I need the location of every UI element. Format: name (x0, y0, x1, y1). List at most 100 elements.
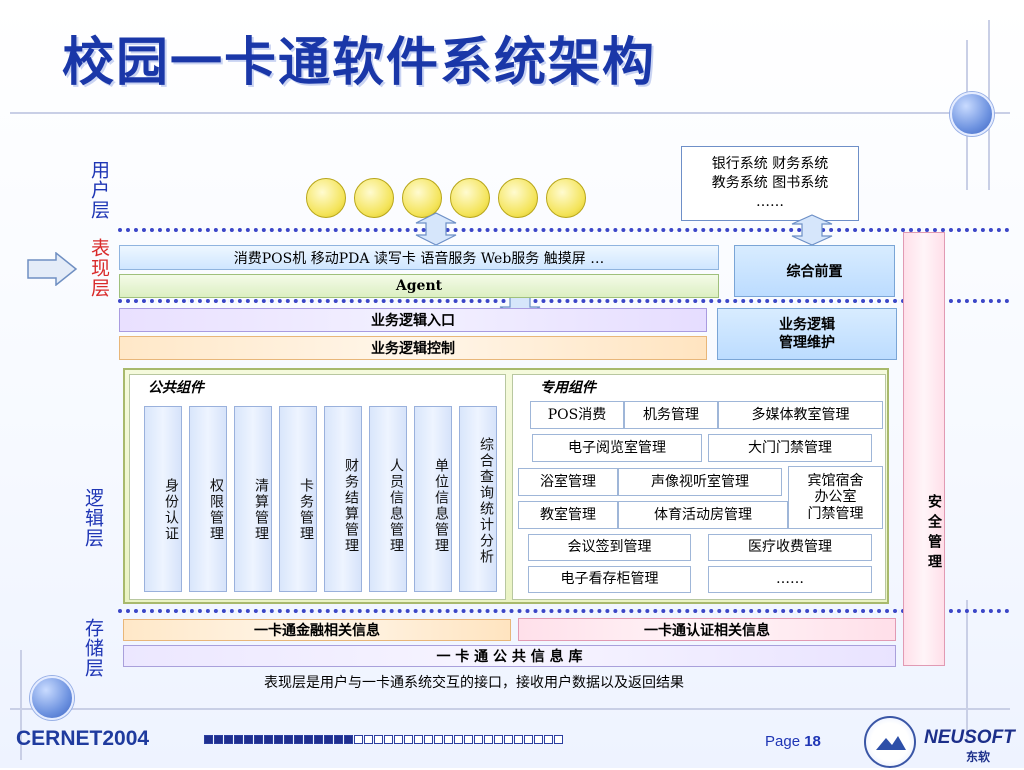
user-smiley-icon (450, 178, 490, 218)
component-permission: 权限管理 (189, 406, 227, 592)
security-management-box: 安全管理 (903, 232, 945, 666)
progress-segment (414, 735, 423, 744)
external-systems-line: 教务系统 图书系统 (711, 175, 829, 191)
special-components-label: 专用组件 (540, 380, 596, 396)
progress-segment (494, 735, 503, 744)
component-query-stats: 综合查询统计分析 (459, 406, 497, 592)
progress-segment (204, 735, 213, 744)
agent-bar: Agent (119, 274, 719, 298)
module-locker: 电子看存柜管理 (528, 566, 691, 593)
module-machine: 机务管理 (624, 401, 718, 429)
progress-segment (224, 735, 233, 744)
component-card-service: 卡务管理 (279, 406, 317, 592)
progress-segment (214, 735, 223, 744)
user-smiley-icon (306, 178, 346, 218)
page-indicator: Page 18 (765, 733, 821, 750)
module-classroom: 教室管理 (518, 501, 618, 529)
business-maintenance-box: 业务逻辑 管理维护 (717, 308, 897, 360)
layer-label-storage: 存储层 (82, 618, 104, 678)
layer-label-presentation: 表现层 (88, 238, 110, 298)
device-bar: 消费POS机 移动PDA 读写卡 语音服务 Web服务 触摸屏 … (119, 245, 719, 270)
progress-segment (484, 735, 493, 744)
progress-segment (534, 735, 543, 744)
frame-line (20, 650, 22, 760)
module-hotel-dorm: 宾馆宿舍 办公室 门禁管理 (788, 466, 883, 529)
progress-segment (364, 735, 373, 744)
users-group (306, 178, 586, 218)
caption: 表现层是用户与一卡通系统交互的接口，接收用户数据以及返回结果 (264, 675, 684, 691)
frame-line (10, 708, 1010, 710)
frame-line (966, 600, 968, 740)
progress-segment (314, 735, 323, 744)
business-entry-bar: 业务逻辑入口 (119, 308, 707, 332)
module-gate: 大门门禁管理 (708, 434, 872, 462)
user-smiley-icon (546, 178, 586, 218)
neusoft-logo-cn: 东软 (966, 750, 991, 764)
progress-segment (344, 735, 353, 744)
progress-segment (504, 735, 513, 744)
progress-segment (274, 735, 283, 744)
progress-segment (474, 735, 483, 744)
layer-separator (118, 609, 1010, 613)
progress-segment (404, 735, 413, 744)
progress-segment (324, 735, 333, 744)
mountain-icon (876, 736, 906, 750)
progress-segment (244, 735, 253, 744)
module-meeting: 会议签到管理 (528, 534, 691, 561)
progress-segment (284, 735, 293, 744)
storage-auth-bar: 一卡通认证相关信息 (518, 618, 896, 641)
decor-circle (30, 676, 74, 720)
module-pos: POS消费 (530, 401, 624, 429)
user-smiley-icon (498, 178, 538, 218)
component-identity-auth: 身份认证 (144, 406, 182, 592)
component-finance-settlement: 财务结算管理 (324, 406, 362, 592)
progress-segment (424, 735, 433, 744)
storage-finance-bar: 一卡通金融相关信息 (123, 619, 511, 641)
decor-circle (950, 92, 994, 136)
module-bathroom: 浴室管理 (518, 468, 618, 496)
progress-segment (454, 735, 463, 744)
component-unit-info: 单位信息管理 (414, 406, 452, 592)
module-hotel-line: 门禁管理 (807, 505, 864, 522)
public-components-label: 公共组件 (148, 380, 204, 396)
page-label: Page (765, 733, 805, 750)
layer-label-logic: 逻辑层 (82, 488, 104, 548)
business-maintenance-line: 管理维护 (779, 335, 835, 351)
double-arrow-icon (415, 212, 457, 246)
module-av-room: 声像视听室管理 (618, 468, 782, 496)
module-e-reading: 电子阅览室管理 (532, 434, 702, 462)
page-title: 校园一卡通软件系统架构 (62, 33, 657, 93)
progress-segment (444, 735, 453, 744)
progress-segment (554, 735, 563, 744)
footer-progress-bar (204, 735, 564, 744)
layer-label-user: 用户层 (88, 160, 110, 220)
progress-segment (544, 735, 553, 744)
user-smiley-icon (354, 178, 394, 218)
module-multimedia: 多媒体教室管理 (718, 401, 883, 429)
progress-segment (384, 735, 393, 744)
component-clearing: 清算管理 (234, 406, 272, 592)
progress-segment (264, 735, 273, 744)
user-smiley-icon (402, 178, 442, 218)
module-more: …… (708, 566, 872, 593)
progress-segment (524, 735, 533, 744)
progress-segment (294, 735, 303, 744)
business-maintenance-line: 业务逻辑 (779, 317, 835, 333)
module-medical: 医疗收费管理 (708, 534, 872, 561)
module-gym: 体育活动房管理 (618, 501, 788, 529)
frame-line (10, 112, 1010, 114)
business-control-bar: 业务逻辑控制 (119, 336, 707, 360)
progress-segment (254, 735, 263, 744)
layer-separator (118, 228, 1010, 232)
footer-brand: CERNET2004 (16, 727, 150, 750)
progress-segment (394, 735, 403, 744)
front-end-box: 综合前置 (734, 245, 895, 297)
layer-separator (118, 299, 1010, 303)
external-systems-line: …… (756, 194, 784, 210)
progress-segment (514, 735, 523, 744)
progress-segment (464, 735, 473, 744)
progress-segment (334, 735, 343, 744)
neusoft-logo-text: NEUSOFT (924, 727, 1015, 748)
university-seal-icon (864, 716, 916, 768)
arrow-right-icon (27, 252, 78, 286)
